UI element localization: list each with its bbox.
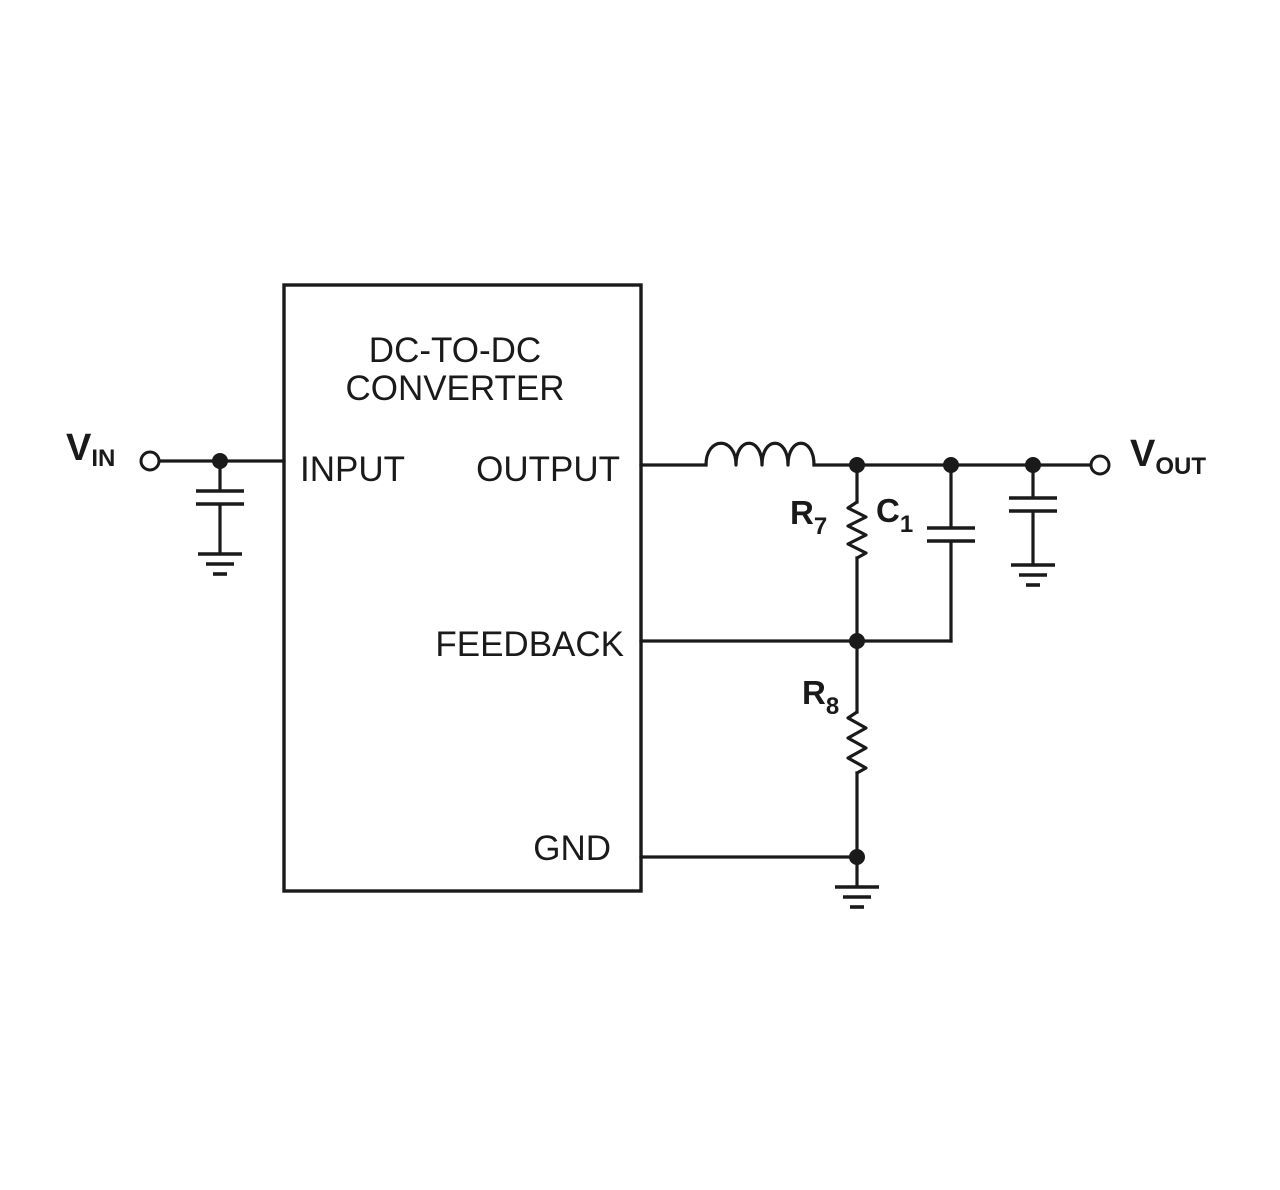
- input-capacitor: [196, 459, 244, 554]
- main-ground-icon: [835, 885, 879, 909]
- pin-label-output: OUTPUT: [476, 450, 620, 489]
- vout-terminal: [1089, 454, 1111, 476]
- c1-label: C1: [876, 492, 913, 538]
- converter-block: [282, 283, 643, 893]
- output-ground-icon: [1011, 563, 1055, 587]
- input-ground-icon: [198, 552, 242, 576]
- inductor: [704, 441, 816, 467]
- resistor-r7: [846, 500, 868, 560]
- resistor-r8: [846, 710, 868, 775]
- vin-terminal: [139, 450, 161, 472]
- vout-label: VOUT: [1130, 433, 1206, 480]
- converter-title-line1: DC-TO-DC: [369, 331, 541, 370]
- pin-label-gnd: GND: [533, 829, 611, 868]
- gnd-junction: [849, 849, 865, 865]
- output-capacitor: [1009, 463, 1057, 565]
- pin-label-feedback: FEEDBACK: [435, 625, 624, 664]
- converter-title-line2: CONVERTER: [345, 369, 564, 408]
- pin-label-input: INPUT: [300, 450, 405, 489]
- vin-label: VIN: [66, 427, 115, 472]
- r7-label: R7: [790, 494, 827, 540]
- r8-label: R8: [802, 674, 839, 720]
